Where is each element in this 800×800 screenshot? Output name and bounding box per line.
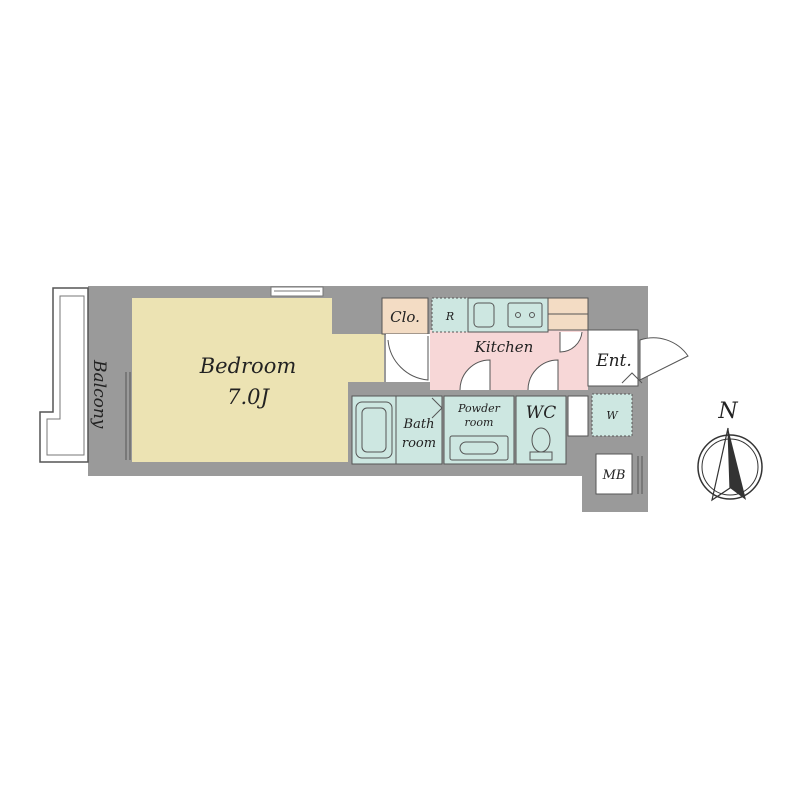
balcony-label: Balcony (89, 359, 109, 429)
bath-room: Bath room (351, 395, 443, 465)
wc: WC (515, 395, 567, 465)
meter-box-label: MB (602, 468, 626, 483)
compass-north-label: N (717, 399, 738, 424)
powder-label-line2: room (465, 416, 494, 429)
powder-room: Powder room (443, 395, 515, 465)
entrance: Ent. (587, 329, 689, 387)
closet: Clo. (381, 297, 429, 335)
compass-ring (697, 434, 763, 500)
bath-label-line1: Bath (403, 417, 435, 432)
bath-label-line2: room (402, 436, 436, 451)
closet-label: Clo. (390, 308, 420, 326)
washer-space: W (591, 393, 633, 437)
entrance-label: Ent. (595, 351, 632, 371)
refrigerator-label: R (445, 310, 454, 323)
meter-box: MB (595, 453, 643, 495)
bedroom: Bedroom 7.0J (132, 286, 384, 462)
wc-label: WC (526, 403, 556, 423)
bedroom-size: 7.0J (227, 385, 270, 409)
bedroom-label: Bedroom (199, 354, 297, 378)
balcony: Balcony (39, 287, 131, 463)
storage-strip (567, 395, 589, 437)
closet-door (386, 334, 430, 382)
compass: N (697, 399, 763, 502)
kitchen-label: Kitchen (474, 338, 534, 356)
kitchen: R Kitchen (430, 297, 589, 391)
powder-label-line1: Powder (457, 402, 501, 415)
washer-label: W (606, 409, 619, 422)
